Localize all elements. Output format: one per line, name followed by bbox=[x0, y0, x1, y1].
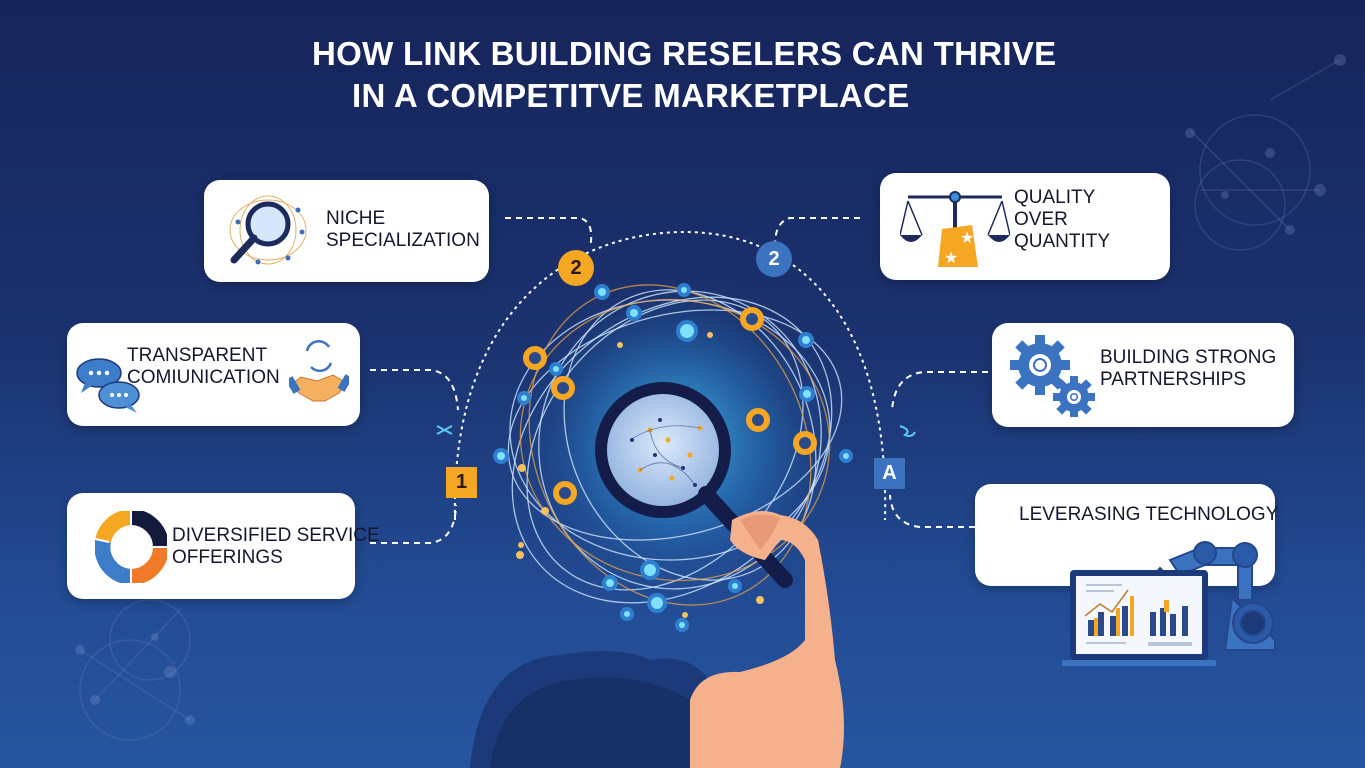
card-title-line: COMIUNICATION bbox=[127, 367, 280, 388]
card-title-line: NICHE bbox=[326, 208, 386, 229]
step-badge-2-right: 2 bbox=[756, 241, 792, 277]
balance-scale-icon: ★ ★ bbox=[900, 191, 1010, 267]
title-line-2: IN A COMPETITVE MARKETPLACE bbox=[352, 77, 910, 114]
card-quality-over-quantity: ★ ★ QUALITY OVER QUANTITY bbox=[880, 173, 1170, 280]
card-title-line: OVER bbox=[1014, 209, 1068, 230]
svg-text:★: ★ bbox=[944, 248, 958, 267]
card-title-line: TRANSPARENT bbox=[127, 345, 268, 366]
svg-text:★: ★ bbox=[960, 228, 974, 247]
gears-icon bbox=[1010, 335, 1095, 417]
card-title-line: BUILDING STRONG bbox=[1100, 347, 1277, 368]
donut-chart-icon bbox=[95, 511, 167, 583]
card-diversified-service-offerings: DIVERSIFIED SERVICE OFFERINGS bbox=[67, 493, 380, 599]
card-title-line: SPECIALIZATION bbox=[326, 230, 480, 251]
card-title-line: QUALITY bbox=[1014, 187, 1096, 208]
chat-bubbles-icon bbox=[76, 358, 140, 413]
card-title-line: QUANTITY bbox=[1014, 231, 1111, 252]
card-title-line: LEVERASING TECHNOLOGY bbox=[1019, 504, 1279, 525]
card-transparent-communication: TRANSPARENT COMIUNICATION bbox=[67, 323, 360, 426]
title-line-1: HOW LINK BUILDING RESELERS CAN THRIVE bbox=[312, 35, 1057, 72]
card-niche-specialization: NICHE SPECIALIZATION bbox=[204, 180, 489, 282]
card-building-strong-partnerships: BUILDING STRONG PARTNERSHIPS bbox=[992, 323, 1294, 427]
magnifier-network-icon bbox=[229, 195, 307, 265]
card-title-line: DIVERSIFIED SERVICE bbox=[172, 525, 380, 546]
step-badge-a: A bbox=[874, 458, 905, 489]
card-title-line: PARTNERSHIPS bbox=[1100, 369, 1247, 390]
step-badge-2-left: 2 bbox=[558, 250, 594, 286]
step-badge-1: 1 bbox=[446, 467, 477, 498]
handshake-icon bbox=[289, 340, 349, 402]
card-leveraging-technology: LEVERASING TECHNOLOGY bbox=[975, 484, 1279, 586]
card-title-line: OFFERINGS bbox=[172, 547, 283, 568]
